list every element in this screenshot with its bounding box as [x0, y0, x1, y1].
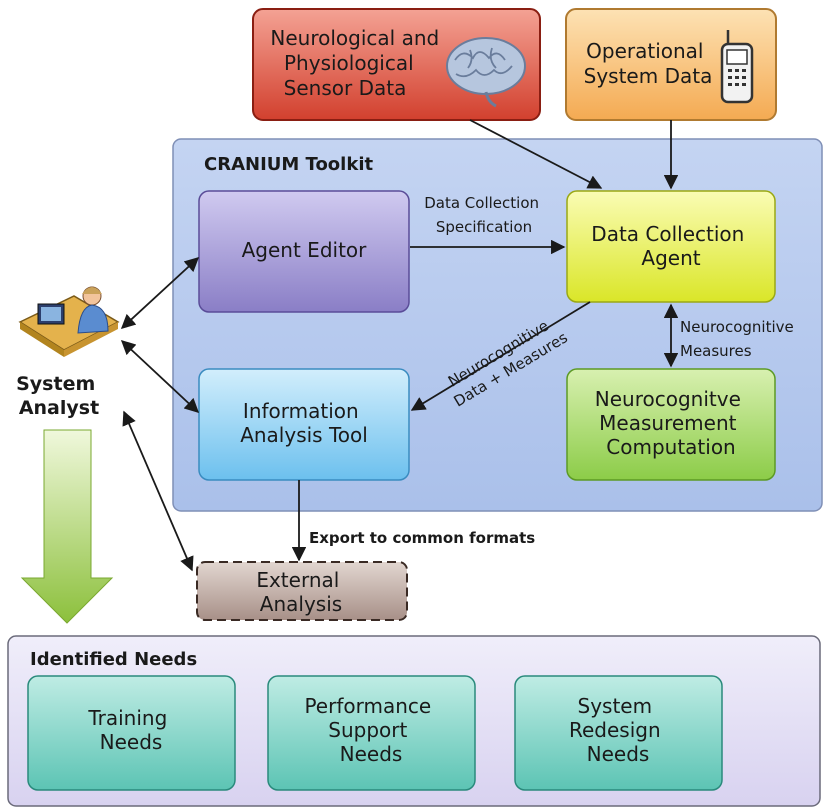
edge-analyst-iat — [120, 340, 200, 413]
phone-icon — [720, 30, 754, 104]
redesign-label-2: Redesign — [569, 718, 661, 742]
edge-neuro-to-dca — [469, 119, 603, 189]
iat-label-2: Analysis Tool — [240, 423, 368, 447]
neuro-sensor-source: Neurological and Physiological Sensor Da… — [252, 8, 541, 121]
neuro-label-3: Sensor Data — [284, 76, 407, 100]
edges — [120, 119, 679, 572]
data-collection-agent-node: Data Collection Agent — [566, 190, 776, 303]
measures-label-2: Measures — [680, 342, 752, 360]
big-down-arrow — [20, 429, 114, 624]
svg-text:External Analysis: External Analysis — [256, 568, 345, 616]
svg-text:Neurological and Physiol: Neurological and Physiological Sensor Da… — [270, 26, 445, 100]
neuro-label-1: Neurological and — [270, 26, 439, 50]
agent-editor-label: Agent Editor — [242, 238, 368, 262]
external-label-1: External — [256, 568, 339, 592]
svg-text:System Redesign Ne: System Redesign Needs — [569, 694, 667, 766]
brain-icon — [446, 37, 526, 108]
toolkit-title: CRANIUM Toolkit — [204, 154, 373, 175]
measurement-computation-node: Neurocognitve Measurement Computation — [566, 368, 776, 481]
spec-label-1: Data Collection — [424, 194, 539, 212]
iat-label-1: Information — [243, 399, 359, 423]
svg-text:Training Needs: Training Needs — [87, 706, 173, 754]
external-label-2: Analysis — [260, 592, 342, 616]
svg-text:Operational System Data: Operational System Data — [584, 39, 713, 88]
analyst-label-1: System — [16, 373, 95, 395]
nmc-label-2: Measurement — [599, 411, 736, 435]
operational-data-source: Operational System Data — [565, 8, 777, 121]
svg-text:Data Collection Specificat: Data Collection Specification — [424, 194, 544, 236]
performance-label-1: Performance — [304, 694, 431, 718]
operational-label-1: Operational — [586, 39, 703, 63]
external-analysis-node: External Analysis — [196, 561, 408, 621]
edge-analyst-editor — [120, 257, 200, 329]
neuro-label-2: Physiological — [284, 51, 414, 75]
svg-text:Neurocognitive Measures: Neurocognitive Measures — [680, 318, 799, 360]
dca-label-1: Data Collection — [591, 222, 744, 246]
nmc-label-1: Neurocognitve — [595, 387, 741, 411]
analyst-label-2: Analyst — [19, 397, 99, 419]
svg-text:Data Collection Agent: Data Collection Agent — [591, 222, 750, 270]
svg-text:System Analyst: System Analyst — [16, 373, 102, 419]
information-analysis-tool-node: Information Analysis Tool — [198, 368, 410, 481]
system-analyst-actor: System Analyst — [16, 286, 120, 419]
export-label: Export to common formats — [309, 529, 535, 547]
training-label-2: Needs — [100, 730, 163, 754]
operational-label-2: System Data — [584, 64, 713, 88]
dca-label-2: Agent — [641, 246, 700, 270]
nmc-label-3: Computation — [606, 435, 735, 459]
measures-label-1: Neurocognitive — [680, 318, 794, 336]
svg-text:Performance Support: Performance Support Needs — [304, 694, 437, 766]
analyst-at-desk-icon — [18, 286, 120, 357]
redesign-label-3: Needs — [587, 742, 650, 766]
svg-text:Neurocognitve Measuremen: Neurocognitve Measurement Computation — [595, 387, 747, 459]
performance-label-2: Support — [328, 718, 407, 742]
performance-label-3: Needs — [340, 742, 403, 766]
edge-dca-to-iat — [410, 301, 591, 411]
need-training: Training Needs — [27, 675, 236, 791]
edge-analyst-external — [122, 410, 194, 572]
need-performance-support: Performance Support Needs — [267, 675, 476, 791]
redesign-label-1: System — [578, 694, 653, 718]
agent-editor-node: Agent Editor — [198, 190, 410, 313]
needs-title: Identified Needs — [30, 649, 197, 670]
spec-label-2: Specification — [436, 218, 532, 236]
training-label-1: Training — [87, 706, 167, 730]
svg-text:Information Analysis Too: Information Analysis Tool — [240, 399, 368, 447]
need-system-redesign: System Redesign Needs — [514, 675, 723, 791]
